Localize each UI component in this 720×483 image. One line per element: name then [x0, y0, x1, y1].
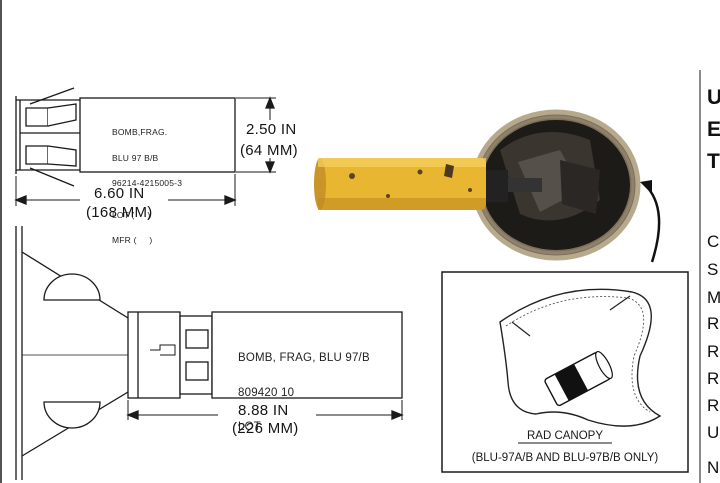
top-bomblet-stencil: BOMB,FRAG. BLU 97 B/B 96214-4215005-3 LO… [112, 111, 182, 253]
top-length-metric: (168 MM) [86, 204, 153, 221]
top-height-label: 2.50 IN [246, 121, 297, 138]
top-length-label: 6.60 IN [94, 185, 145, 202]
stencil-line: BOMB,FRAG. [112, 127, 168, 137]
right-line-7: R [707, 396, 720, 415]
bottom-length-metric: (226 MM) [232, 420, 299, 437]
right-line-4: R [707, 314, 720, 333]
right-line-8: U [707, 423, 720, 442]
top-height-metric: (64 MM) [240, 142, 298, 159]
right-heading-1: U [707, 86, 720, 109]
bottom-length-label: 8.88 IN [238, 402, 289, 419]
right-line-3: M [707, 288, 720, 307]
rad-canopy-inset [441, 271, 689, 473]
right-line-6: R [707, 369, 720, 388]
right-line-5: R [707, 342, 720, 361]
stencil-line: MFR ( ) [112, 235, 153, 245]
top-bomblet-drawing [14, 87, 276, 206]
right-heading-3: T [707, 150, 720, 173]
stencil-line: BLU 97 B/B [112, 152, 159, 163]
right-line-2: S [707, 260, 719, 279]
stencil-line: BOMB, FRAG, BLU 97/B [238, 352, 370, 364]
stencil-line: 809420 10 [238, 386, 295, 399]
stencil-line: 96214-4215005-3 [112, 178, 183, 188]
stencil-line: LOT ( ) [112, 209, 151, 220]
bottom-bomblet-stencil: BOMB, FRAG, BLU 97/B 809420 10 LOT [238, 330, 370, 445]
right-line-1: C [707, 232, 720, 251]
inset-title: RAD CANOPY [526, 430, 604, 442]
bomblet-photo [314, 109, 661, 263]
stencil-line: LOT [238, 421, 261, 433]
right-heading-2: E [707, 118, 720, 141]
inset-subtitle: (BLU-97A/B AND BLU-97B/B ONLY) [471, 452, 659, 464]
right-line-9: N [707, 458, 720, 477]
bottom-bomblet-drawing [15, 226, 404, 480]
